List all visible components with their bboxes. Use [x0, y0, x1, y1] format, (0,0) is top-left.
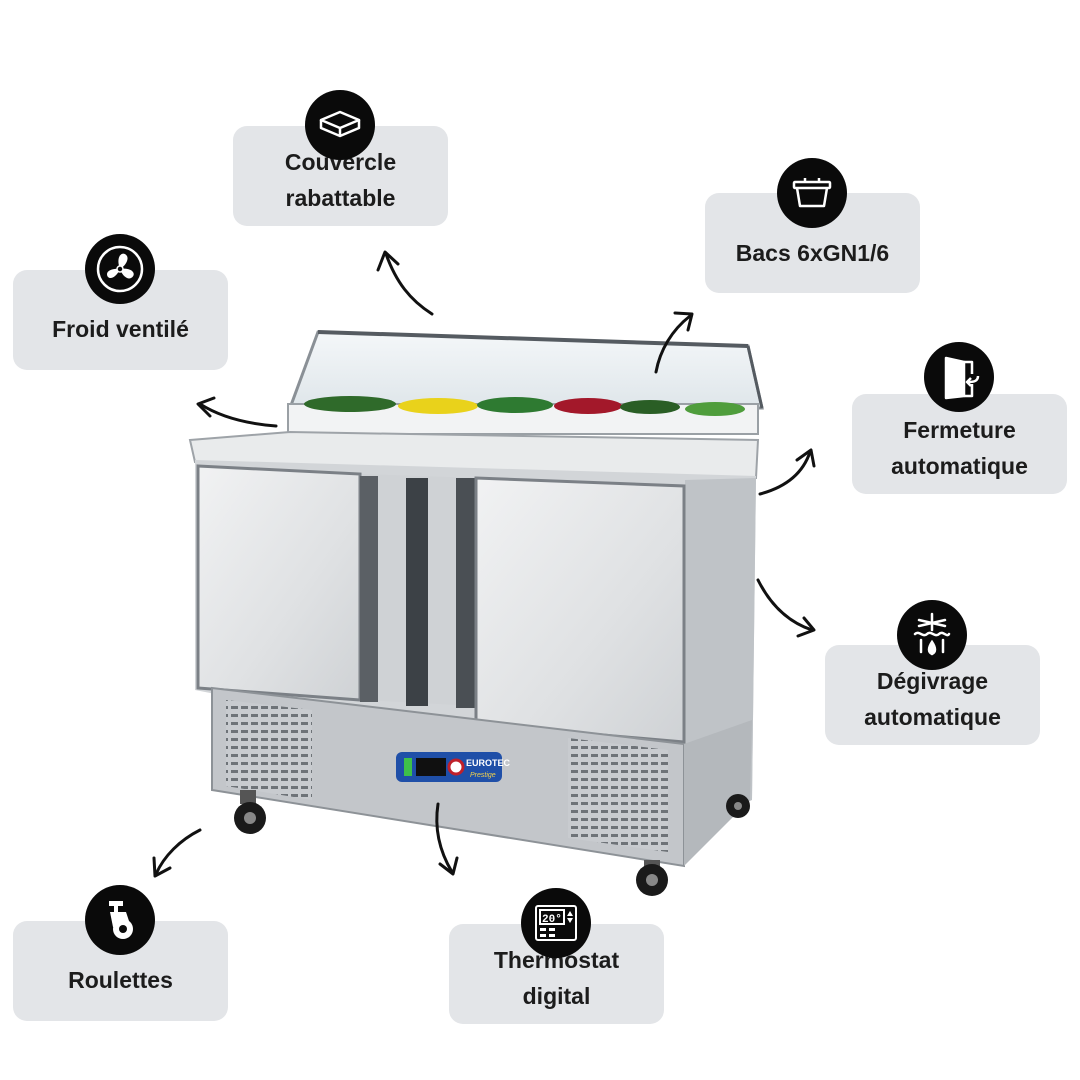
arrow-bacs [654, 311, 694, 374]
worktop [188, 430, 760, 480]
arrow-fermeture [758, 448, 816, 496]
ingredient-tray [287, 396, 759, 435]
door-handle-left [360, 476, 378, 702]
feature-label-roulettes: Roulettes [68, 967, 173, 993]
control-panel: EUROTEC Prestige [396, 752, 511, 782]
door-icon [944, 356, 980, 400]
fan-icon [96, 245, 144, 293]
feature-card-thermostat: Thermostat digital [449, 924, 664, 1024]
feature-label-thermostat: Thermostat digital [493, 947, 620, 1009]
badge-froid [85, 234, 155, 304]
vent-grille-right [568, 738, 668, 852]
defrost-icon [913, 612, 951, 656]
container-icon [792, 178, 832, 208]
badge-fermeture [924, 342, 994, 412]
feature-label-fermeture: Fermeture automatique [891, 417, 1028, 479]
feature-label-froid: Froid ventilé [52, 316, 189, 342]
caster-wheel-icon [109, 901, 133, 939]
vent-grille-left [226, 700, 312, 800]
feature-label-degivrage: Dégivrage automatique [864, 668, 1001, 730]
badge-bacs [777, 158, 847, 228]
badge-roulettes [85, 885, 155, 955]
badge-couvercle [305, 90, 375, 160]
arrow-froid [196, 396, 278, 428]
lid-icon [319, 110, 361, 138]
badge-thermostat: 20° [521, 888, 591, 958]
arrow-thermostat [435, 802, 459, 876]
brand-logo: EUROTEC [466, 758, 511, 768]
feature-label-bacs: Bacs 6xGN1/6 [735, 240, 890, 266]
feature-card-bacs: Bacs 6xGN1/6 [705, 193, 920, 293]
door-handle-center [406, 478, 428, 706]
arrow-roulettes [152, 828, 202, 878]
door-handle-right [456, 478, 476, 708]
caster-front-right [636, 860, 668, 896]
thermostat-icon: 20° [535, 905, 577, 941]
glass-lid [287, 330, 764, 410]
badge-degivrage [897, 600, 967, 670]
arrow-degivrage [756, 578, 816, 638]
caster-back-right [726, 794, 750, 818]
thermostat-display: 20° [542, 914, 562, 926]
arrow-couvercle [376, 250, 434, 316]
caster-front-left [234, 790, 266, 834]
brand-subtitle: Prestige [470, 772, 496, 779]
right-door [474, 476, 686, 744]
